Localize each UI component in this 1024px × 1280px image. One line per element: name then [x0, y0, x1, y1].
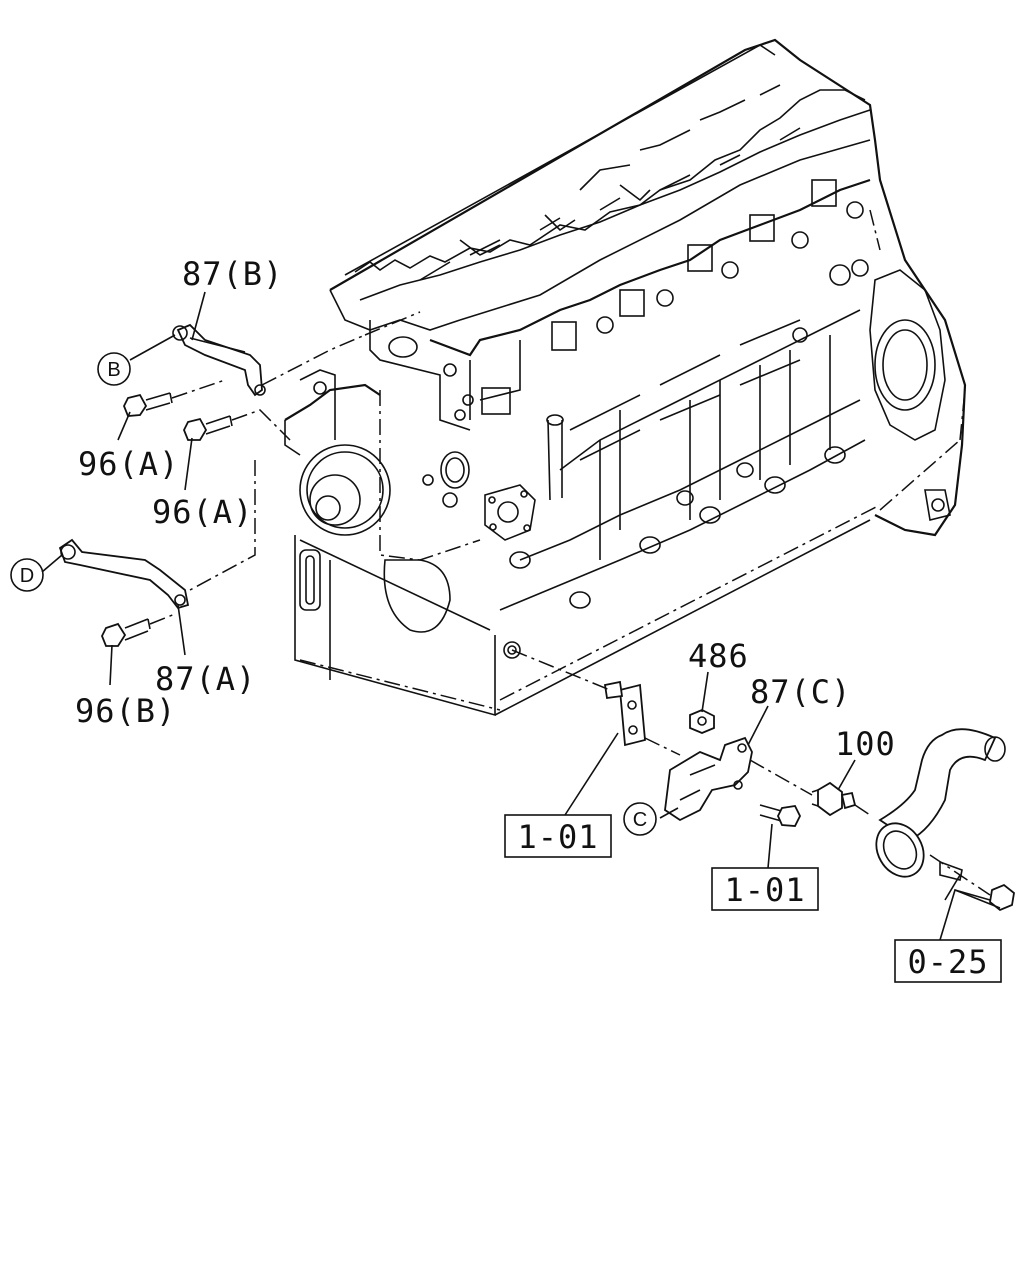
svg-text:1-01: 1-01 — [517, 818, 598, 856]
bracket-87c — [664, 736, 753, 822]
engine-block-drawing — [284, 38, 967, 717]
leader-lines-left — [41, 291, 421, 686]
svg-text:0-25: 0-25 — [907, 943, 988, 981]
svg-text:B: B — [107, 359, 120, 381]
ref-box-0-25: 0-25 — [894, 939, 1002, 983]
svg-text:1-01: 1-01 — [724, 871, 805, 909]
bolt-1-01 — [759, 804, 802, 827]
svg-text:C: C — [633, 809, 647, 831]
bracket-1-01-plate — [603, 680, 646, 747]
bracket-87b — [172, 323, 266, 397]
callout-87a: 87(A) — [155, 660, 256, 698]
hose-0-25 — [875, 728, 1015, 912]
callout-486: 486 — [688, 637, 749, 675]
svg-text:D: D — [20, 565, 34, 587]
callout-96a-upper: 96(A) — [78, 445, 179, 483]
ref-box-1-01-left: 1-01 — [504, 814, 612, 858]
callout-96b: 96(B) — [75, 692, 176, 730]
bracket-87a — [58, 538, 190, 610]
nut-486 — [689, 709, 715, 734]
leader-lines-right — [511, 649, 1001, 941]
bolt-96a-upper — [123, 392, 173, 417]
callout-96a-lower: 96(A) — [152, 493, 253, 531]
marker-c: C — [623, 802, 657, 836]
callout-87c: 87(C) — [750, 673, 851, 711]
ref-box-1-01-right: 1-01 — [711, 867, 819, 911]
marker-d: D — [10, 558, 44, 592]
bolt-96b — [101, 618, 151, 647]
sensor-100 — [811, 781, 857, 817]
bolt-96a-lower — [183, 415, 233, 441]
callout-87b: 87(B) — [182, 255, 283, 293]
marker-b: B — [97, 352, 131, 386]
callout-100: 100 — [835, 725, 896, 763]
